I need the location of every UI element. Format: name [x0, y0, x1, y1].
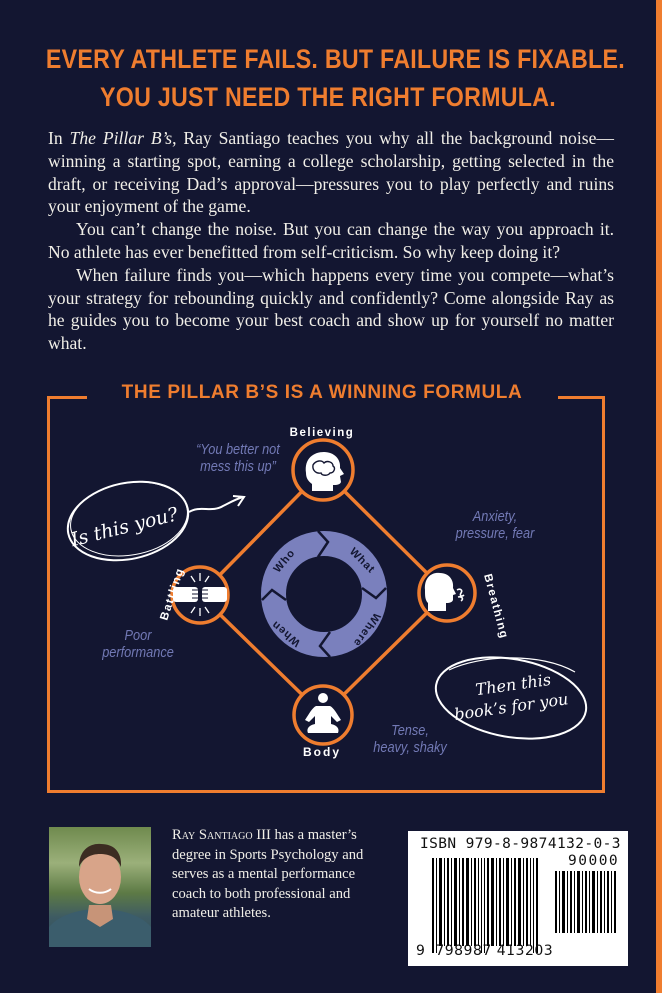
formula-title: THE PILLAR B’S IS A WINNING FORMULA — [121, 382, 523, 403]
blurb-paragraph-1: In The Pillar B’s, Ray Santiago teaches … — [48, 127, 614, 218]
brain-head-icon — [305, 452, 344, 491]
problem-believing: “You better not mess this up” — [196, 441, 280, 475]
fist-bump-icon — [173, 573, 227, 616]
author-bio-rest: has a master’s degree in Sports Psycholo… — [172, 827, 364, 922]
author-bio: Ray Santiago III has a master’s degree i… — [172, 826, 387, 924]
blurb-p1-rest: , Ray Santiago teaches you why all the b… — [48, 128, 614, 217]
arrow-icon — [188, 496, 244, 513]
pillar-believing: Believing — [290, 427, 355, 502]
isbn-label: ISBN 979-8-9874132-0-3 — [420, 836, 621, 852]
ean-digits: 9 798987 413203 — [416, 943, 553, 959]
meditation-pose-icon — [305, 693, 341, 733]
pillar-label-body: Body — [303, 745, 341, 759]
spine-edge-strip — [656, 0, 662, 993]
isbn-barcode: ISBN 979-8-9874132-0-3 90000 9 798987 41… — [408, 831, 628, 966]
author-photo — [49, 827, 151, 947]
headline-line-2: YOU JUST NEED THE RIGHT FORMULA. — [100, 82, 556, 112]
problem-breathing: Anxiety, pressure, fear — [455, 508, 535, 542]
frame-top-left-segment — [47, 396, 87, 399]
headline: EVERY ATHLETE FAILS. BUT FAILURE IS FIXA… — [45, 40, 625, 116]
blurb: In The Pillar B’s, Ray Santiago teaches … — [48, 127, 614, 355]
ean-group-2: 413203 — [496, 943, 554, 959]
formula-frame — [47, 397, 605, 793]
breathing-head-icon — [424, 572, 465, 611]
blurb-paragraph-2: You can’t change the noise. But you can … — [48, 219, 614, 262]
blurb-paragraph-3: When failure finds you—which happens eve… — [48, 264, 614, 354]
blurb-p1-prefix: In — [48, 128, 70, 148]
headline-line-1: EVERY ATHLETE FAILS. BUT FAILURE IS FIXA… — [45, 44, 625, 74]
callout-book-for-you: Then this book’s for you — [434, 656, 588, 740]
pillar-body: Body — [292, 684, 354, 759]
book-title-italic: The Pillar B’s — [69, 128, 173, 148]
price-addon: 90000 — [568, 853, 620, 869]
pillar-breathing: Breathing — [417, 563, 510, 641]
cycle-ring: Who What Where When — [261, 530, 387, 658]
problem-battling: Poor performance — [102, 627, 174, 661]
frame-top-right-segment — [558, 396, 605, 399]
author-portrait-icon — [49, 843, 151, 947]
pillar-label-believing: Believing — [290, 427, 355, 439]
problem-body: Tense, heavy, shaky — [373, 722, 447, 756]
ean-group-1: 798987 — [435, 943, 492, 959]
ean-first-digit: 9 — [416, 943, 426, 959]
author-name: Ray Santiago III — [172, 827, 271, 843]
barcode-bars-icon — [432, 858, 616, 953]
